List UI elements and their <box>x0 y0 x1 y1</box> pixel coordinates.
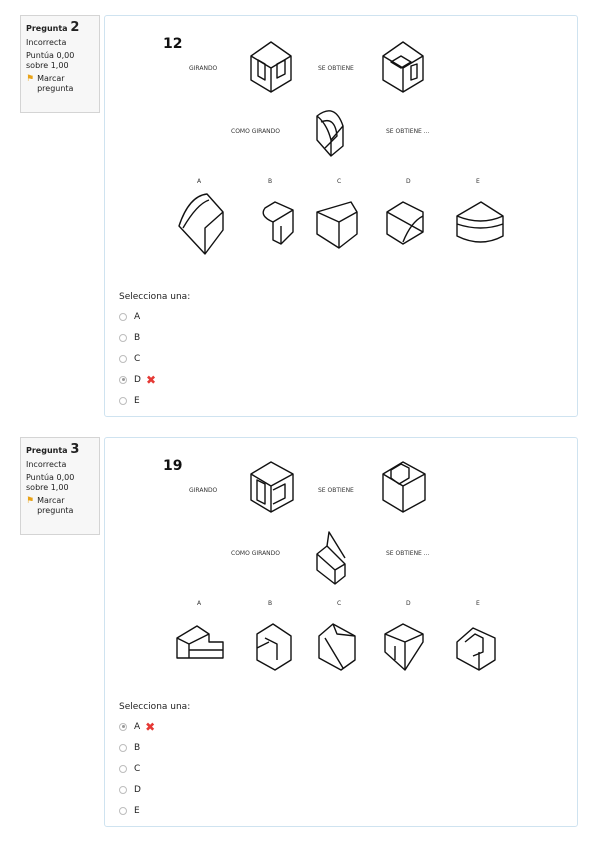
figure-u-block <box>250 41 292 93</box>
figure-cube-notch-rotated <box>382 461 426 513</box>
option-a[interactable]: A <box>119 306 190 327</box>
option-d[interactable]: D <box>119 779 190 800</box>
question-image: 19 GIRANDO SE OBTIENE COMO GIRANDO SE OB… <box>163 458 496 671</box>
radio-e[interactable] <box>119 806 127 815</box>
option-label: B <box>134 742 141 753</box>
option-a[interactable]: A✖ <box>119 716 190 737</box>
radio-a[interactable] <box>119 722 127 731</box>
option-c[interactable]: C <box>119 348 190 369</box>
figure-cube-notch <box>250 461 294 513</box>
option-b[interactable]: B <box>119 737 190 758</box>
radio-b[interactable] <box>119 743 127 752</box>
figure-rotated-u <box>382 41 424 93</box>
label-como-girando: COMO GIRANDO <box>231 550 280 557</box>
option-label: E <box>134 395 140 406</box>
option-letter-c: C <box>337 600 341 607</box>
question-info-3: Pregunta 3 Incorrecta Puntúa 0,00 sobre … <box>20 437 100 535</box>
option-e[interactable]: E <box>119 390 190 411</box>
label-se-obtiene: SE OBTIENE <box>318 65 354 72</box>
option-label: E <box>134 805 140 816</box>
option-label: D <box>134 784 141 795</box>
flag-icon: ⚑ <box>26 74 35 85</box>
option-e[interactable]: E <box>119 800 190 821</box>
answer-prompt: Selecciona una: <box>119 702 191 712</box>
figure-option-b <box>256 623 292 671</box>
problem-number: 12 <box>163 36 182 52</box>
label-se-obtiene-dots: SE OBTIENE ... <box>386 550 430 557</box>
option-label: D <box>134 374 141 385</box>
option-letter-a: A <box>197 600 202 607</box>
radio-c[interactable] <box>119 764 127 773</box>
question-info-2: Pregunta 2 Incorrecta Puntúa 0,00 sobre … <box>20 15 100 113</box>
cross-icon: ✖ <box>145 372 156 387</box>
flag-label: Marcar pregunta <box>37 496 74 516</box>
question-image: 12 GIRANDO SE OBTIENE COMO GIRANDO SE OB… <box>163 36 504 255</box>
radio-c[interactable] <box>119 354 127 363</box>
question-number-value: 2 <box>70 20 80 35</box>
figure-option-d <box>386 201 424 245</box>
label-como-girando: COMO GIRANDO <box>231 128 280 135</box>
question-label: Pregunta <box>26 446 68 455</box>
question-grade: Puntúa 0,00 sobre 1,00 <box>26 51 75 71</box>
radio-e[interactable] <box>119 396 127 405</box>
option-letter-d: D <box>406 600 411 607</box>
option-letter-e: E <box>476 600 480 607</box>
radio-a[interactable] <box>119 312 127 321</box>
answer-block: Selecciona una: A B C D✖ E <box>119 292 190 411</box>
option-letter-e: E <box>476 178 480 185</box>
question-content-2: 12 GIRANDO SE OBTIENE COMO GIRANDO SE OB… <box>104 15 578 417</box>
answer-block: Selecciona una: A✖ B C D E <box>119 702 190 821</box>
question-number-value: 3 <box>70 442 80 457</box>
option-letter-c: C <box>337 178 341 185</box>
flag-icon: ⚑ <box>26 496 35 507</box>
figure-option-a <box>176 625 224 659</box>
question-state: Incorrecta <box>26 38 67 48</box>
question-label: Pregunta <box>26 24 68 33</box>
label-se-obtiene-dots: SE OBTIENE ... <box>386 128 430 135</box>
option-letter-d: D <box>406 178 411 185</box>
figure-option-a <box>178 193 224 255</box>
figure-half-cylinder <box>316 110 344 157</box>
option-label: C <box>134 763 141 774</box>
figure-option-c <box>318 623 356 671</box>
option-d[interactable]: D✖ <box>119 369 190 390</box>
option-letter-b: B <box>268 178 272 185</box>
question-grade: Puntúa 0,00 sobre 1,00 <box>26 473 75 493</box>
flag-label: Marcar pregunta <box>37 74 74 94</box>
label-se-obtiene: SE OBTIENE <box>318 487 354 494</box>
figure-l-block <box>316 531 346 585</box>
label-girando: GIRANDO <box>189 65 218 72</box>
radio-d[interactable] <box>119 375 127 384</box>
option-label: C <box>134 353 141 364</box>
question-state: Incorrecta <box>26 460 67 470</box>
flag-question-link[interactable]: ⚑ Marcar pregunta <box>26 496 94 516</box>
option-label: B <box>134 332 141 343</box>
option-label: A <box>134 311 141 322</box>
question-number: Pregunta 3 <box>26 442 94 458</box>
question-number: Pregunta 2 <box>26 20 94 36</box>
figure-option-e <box>456 201 504 243</box>
option-letter-a: A <box>197 178 202 185</box>
figure-option-c <box>316 201 358 249</box>
flag-question-link[interactable]: ⚑ Marcar pregunta <box>26 74 94 94</box>
radio-b[interactable] <box>119 333 127 342</box>
figure-option-b <box>262 201 294 245</box>
figure-option-d <box>384 623 424 671</box>
option-label: A <box>134 721 141 732</box>
option-c[interactable]: C <box>119 758 190 779</box>
figure-option-e <box>456 627 496 671</box>
answer-prompt: Selecciona una: <box>119 292 191 302</box>
question-content-3: 19 GIRANDO SE OBTIENE COMO GIRANDO SE OB… <box>104 437 578 827</box>
label-girando: GIRANDO <box>189 487 218 494</box>
cross-icon: ✖ <box>145 719 156 734</box>
option-letter-b: B <box>268 600 272 607</box>
radio-d[interactable] <box>119 785 127 794</box>
problem-number: 19 <box>163 458 182 474</box>
option-b[interactable]: B <box>119 327 190 348</box>
